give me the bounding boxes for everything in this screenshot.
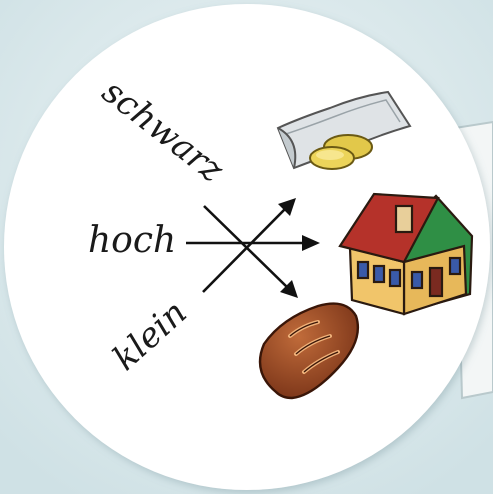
word-hoch[interactable]: hoch	[88, 220, 176, 261]
house-window	[450, 258, 460, 274]
house-door	[430, 268, 442, 296]
house-window	[412, 272, 422, 288]
house-window	[390, 270, 400, 286]
house-window	[374, 266, 384, 282]
house-window	[358, 262, 368, 278]
